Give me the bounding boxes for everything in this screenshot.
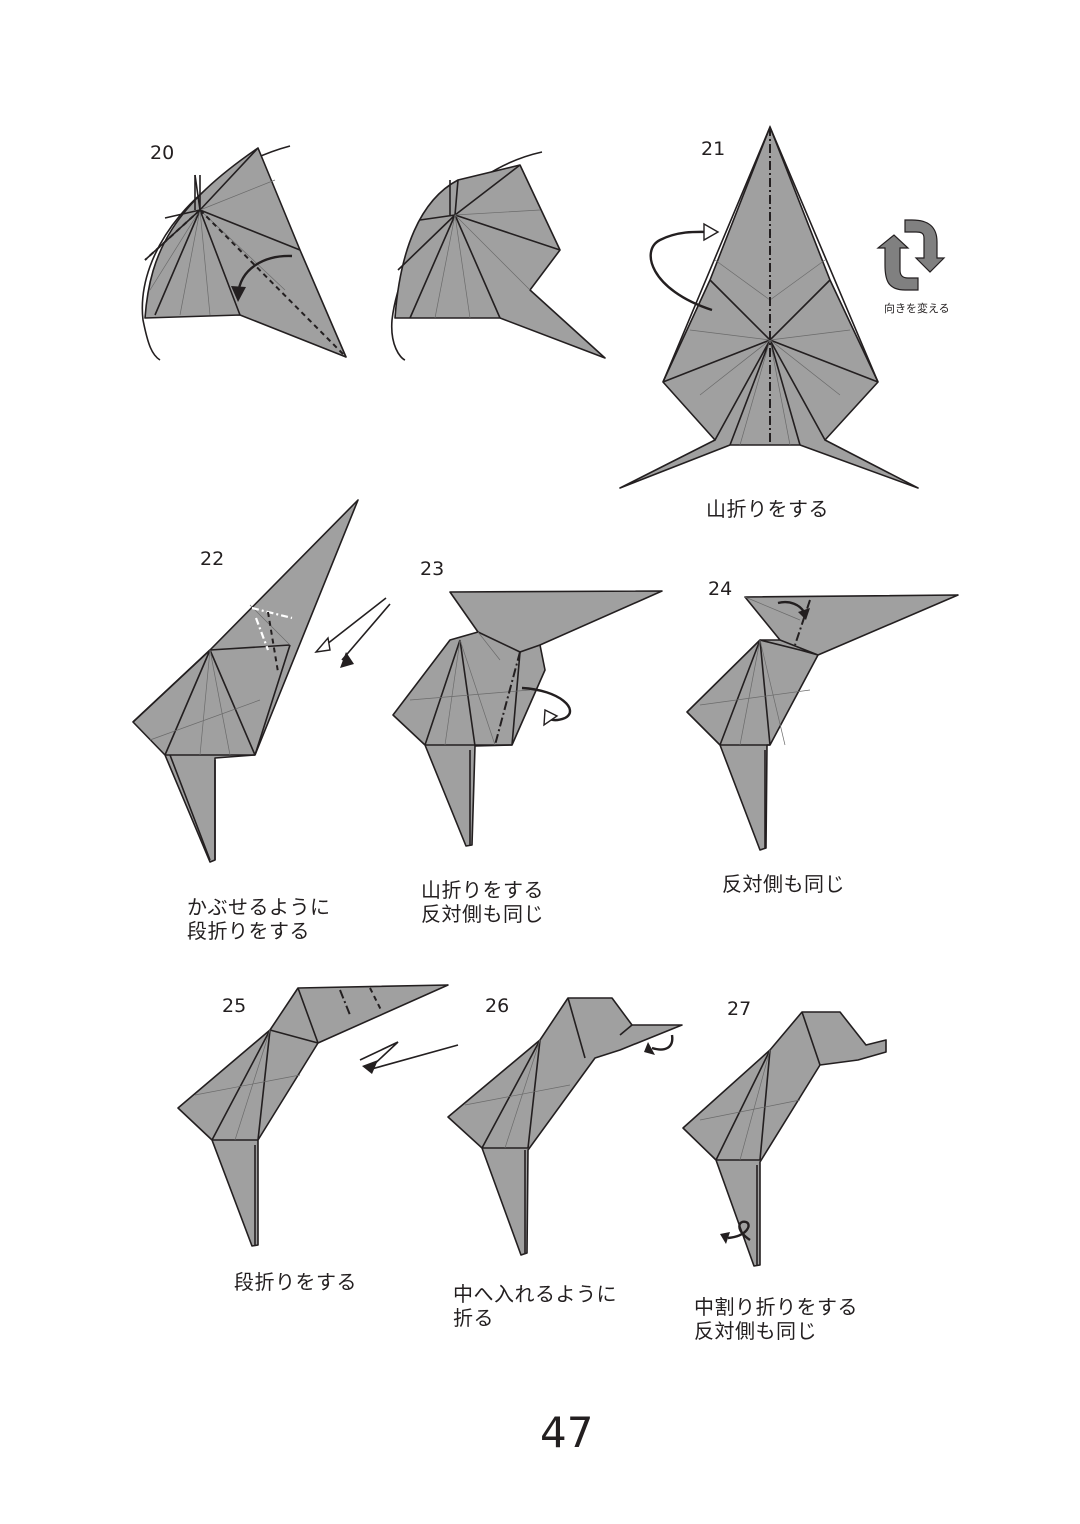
rotate-note: 向きを変える [884, 302, 950, 315]
caption-step-22: かぶせるように 段折りをする [187, 895, 331, 943]
step-number-23: 23 [420, 558, 445, 580]
page-number: 47 [540, 1408, 594, 1457]
caption-step-21: 山折りをする [706, 497, 829, 521]
step-20b-figure [390, 151, 606, 361]
step-number-20: 20 [150, 142, 175, 164]
step-number-21: 21 [701, 138, 726, 160]
step-22-figure [132, 499, 391, 863]
step-23-figure [392, 590, 663, 847]
caption-step-26: 中へ入れるように 折る [453, 1282, 617, 1330]
caption-step-24: 反対側も同じ [722, 872, 845, 896]
step-20-figure [141, 145, 347, 361]
rotate-arrows-icon [876, 219, 946, 291]
step-26-figure [447, 997, 683, 1256]
step-27-figure [682, 1011, 887, 1267]
caption-step-25: 段折りをする [234, 1270, 357, 1294]
step-number-24: 24 [708, 578, 733, 600]
step-number-25: 25 [222, 995, 247, 1017]
step-number-22: 22 [200, 548, 225, 570]
caption-step-23: 山折りをする 反対側も同じ [421, 878, 544, 926]
step-21-figure [619, 124, 919, 489]
step-25-figure [177, 984, 459, 1247]
caption-step-27: 中割り折りをする 反対側も同じ [694, 1295, 858, 1343]
step-24-figure [686, 594, 959, 851]
step-number-27: 27 [727, 998, 752, 1020]
step-number-26: 26 [485, 995, 510, 1017]
